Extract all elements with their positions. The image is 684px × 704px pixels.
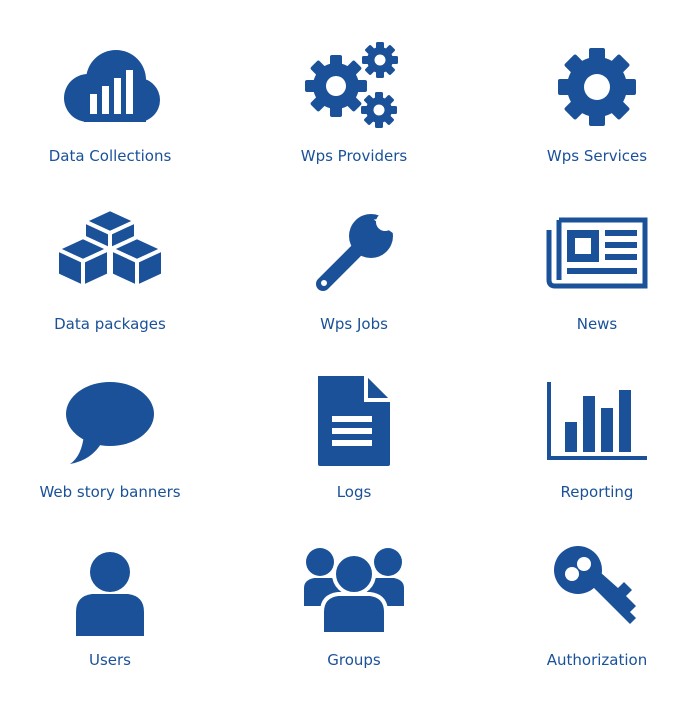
tile-news[interactable]: News (497, 208, 684, 368)
tile-authorization[interactable]: Authorization (497, 544, 684, 704)
tile-label: Data Collections (48, 147, 172, 165)
tile-logs[interactable]: Logs (254, 376, 454, 536)
tile-web-story-banners[interactable]: Web story banners (10, 376, 210, 536)
tile-users[interactable]: Users (10, 544, 210, 704)
key-icon (554, 546, 636, 624)
tile-label: Wps Providers (300, 147, 408, 165)
tile-data-collections[interactable]: Data Collections (10, 40, 210, 200)
tile-label: Logs (336, 483, 372, 501)
tile-reporting[interactable]: Reporting (497, 376, 684, 536)
tile-label: Authorization (546, 651, 648, 669)
document-icon (318, 376, 390, 466)
user-icon (76, 552, 144, 636)
gears-icon (305, 42, 398, 128)
tile-label: Reporting (560, 483, 634, 501)
bar-chart-icon (547, 382, 647, 460)
gear-icon (558, 48, 636, 126)
tile-label: Wps Jobs (320, 315, 388, 333)
tile-label: Wps Services (546, 147, 648, 165)
tile-label: Web story banners (39, 483, 181, 501)
tile-data-packages[interactable]: Data packages (10, 207, 210, 368)
speech-bubble-icon (66, 382, 154, 464)
tile-groups[interactable]: Groups (254, 544, 454, 704)
cloud-chart-icon (64, 50, 160, 122)
tile-wps-providers[interactable]: Wps Providers (254, 40, 454, 200)
group-icon (304, 548, 404, 636)
tile-wps-services[interactable]: Wps Services (497, 40, 684, 200)
wrench-icon (316, 213, 395, 291)
tile-label: News (576, 315, 618, 333)
tile-label: Users (88, 651, 131, 669)
cubes-icon (55, 207, 165, 289)
newspaper-icon (546, 217, 648, 289)
tile-wps-jobs[interactable]: Wps Jobs (254, 208, 454, 368)
tile-label: Data packages (54, 315, 166, 333)
tile-label: Groups (327, 651, 381, 669)
